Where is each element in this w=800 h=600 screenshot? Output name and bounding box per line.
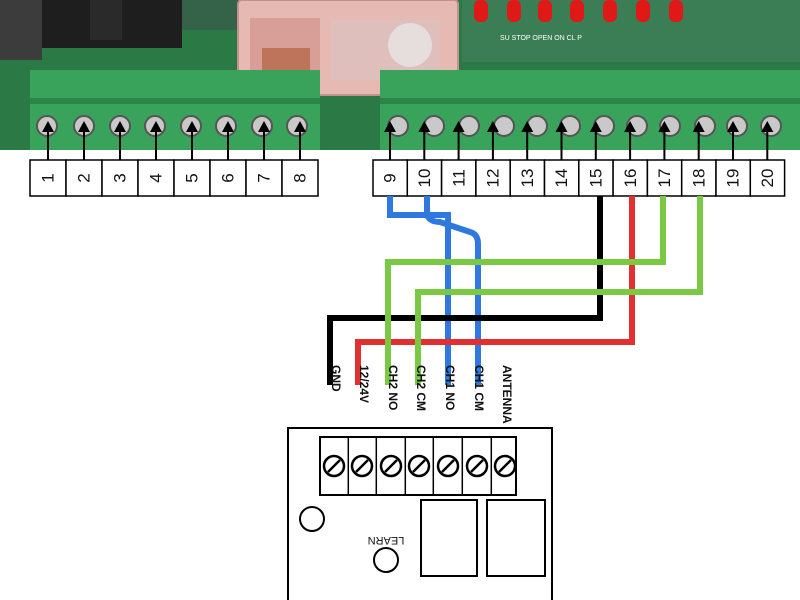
housing-corner <box>0 0 42 60</box>
terminal-box <box>612 159 649 197</box>
led-1 <box>474 0 488 22</box>
terminal-screw <box>493 115 515 137</box>
terminal-number: 18 <box>689 169 708 188</box>
terminal-screw <box>286 115 308 137</box>
learn-button[interactable] <box>373 547 399 573</box>
terminal-number: 5 <box>183 173 202 182</box>
terminal-box <box>245 159 283 197</box>
wire-red-16 <box>355 196 635 385</box>
terminal-number: 13 <box>518 169 537 188</box>
terminal-number: 19 <box>724 169 743 188</box>
terminal-box <box>543 159 580 197</box>
terminal-arrows <box>42 121 774 160</box>
receiver-terminal-label: 12/24V <box>357 365 371 403</box>
terminal-block-right <box>380 70 800 150</box>
arrow-head <box>384 121 396 132</box>
learn-label: LEARN <box>368 534 405 546</box>
left-terminal-labels: 1 2 3 4 5 6 7 8 <box>29 159 319 197</box>
receiver-terminal-label: CH1 NO <box>443 365 457 410</box>
led-6 <box>636 0 650 22</box>
terminal-box <box>440 159 477 197</box>
relay-right <box>486 499 546 577</box>
terminal-number: 12 <box>484 169 503 188</box>
wire-black-15 <box>327 196 603 385</box>
terminal-box <box>209 159 247 197</box>
terminal-number: 8 <box>291 173 310 182</box>
arrow-head <box>658 121 671 132</box>
arrow-head <box>78 121 90 132</box>
led-label-text: SU STOP OPEN ON CL P <box>500 35 582 42</box>
terminal-number: 7 <box>255 173 274 182</box>
terminal-screw <box>458 115 480 137</box>
arrow-head <box>727 121 739 132</box>
arrow-head <box>114 121 126 132</box>
terminal-number: 15 <box>586 169 605 188</box>
wire-blue-9 <box>387 196 451 385</box>
receiver-terminal-label: GND <box>329 365 343 392</box>
terminal-box <box>281 159 319 197</box>
control-board: SU STOP OPEN ON CL P <box>0 0 800 150</box>
arrow-head <box>692 121 705 132</box>
arrow-head <box>294 121 306 132</box>
led-2 <box>507 0 521 22</box>
terminal-number: 9 <box>381 173 400 182</box>
led-3 <box>538 0 552 22</box>
wire-green-17 <box>385 196 666 385</box>
wires <box>327 196 703 385</box>
receiver-module: LEARN <box>287 427 553 600</box>
arrow-head <box>521 121 534 132</box>
arrow-head <box>761 121 774 132</box>
wire-green-18 <box>415 196 703 385</box>
terminal-number: 3 <box>111 173 130 182</box>
receiver-terminal-label: CH2 NO <box>386 365 400 410</box>
terminal-number: 20 <box>758 169 777 188</box>
right-terminal-labels: 9 10 11 12 13 14 15 16 17 18 19 20 <box>372 159 786 197</box>
terminal-number: 4 <box>147 173 166 182</box>
arrow-head <box>555 121 568 132</box>
terminal-screw <box>760 115 782 137</box>
indicator-leds: SU STOP OPEN ON CL P <box>462 0 800 62</box>
arrow-head <box>452 121 465 132</box>
terminal-box <box>65 159 103 197</box>
arrow-head <box>589 121 602 132</box>
arrow-head <box>486 121 499 132</box>
terminal-box <box>749 159 786 197</box>
mounting-hole <box>299 506 325 532</box>
arrow-head <box>258 121 270 132</box>
led-4 <box>570 0 584 22</box>
terminal-number: 2 <box>75 173 94 182</box>
terminal-screw <box>526 115 548 137</box>
wire-blue-10 <box>424 196 481 385</box>
led-5 <box>603 0 617 22</box>
terminal-number: 14 <box>552 169 571 188</box>
terminal-block-left <box>30 70 320 150</box>
relay-left <box>420 499 478 577</box>
arrow-head <box>222 121 234 132</box>
arrow-head <box>42 121 54 132</box>
receiver-terminal-labels: GND 12/24V CH2 NO CH2 CM CH1 NO CH1 CM ANTENNA <box>329 365 514 424</box>
terminal-number: 16 <box>621 169 640 188</box>
terminal-screw <box>726 115 748 137</box>
receiver-terminal-label: CH1 CM <box>472 365 486 411</box>
arrow-head <box>150 121 162 132</box>
terminal-box <box>173 159 211 197</box>
terminal-number: 11 <box>449 169 468 187</box>
arrow-head <box>186 121 198 132</box>
led-7 <box>669 0 683 22</box>
terminal-number: 1 <box>39 173 58 182</box>
terminal-number: 6 <box>219 173 238 182</box>
terminal-number: 10 <box>415 169 434 188</box>
arrow-head <box>624 121 637 132</box>
receiver-terminal-label: ANTENNA <box>500 365 514 424</box>
receiver-terminal-label: CH2 CM <box>414 365 428 411</box>
terminal-number: 17 <box>655 169 674 188</box>
arrow-head <box>418 121 431 132</box>
